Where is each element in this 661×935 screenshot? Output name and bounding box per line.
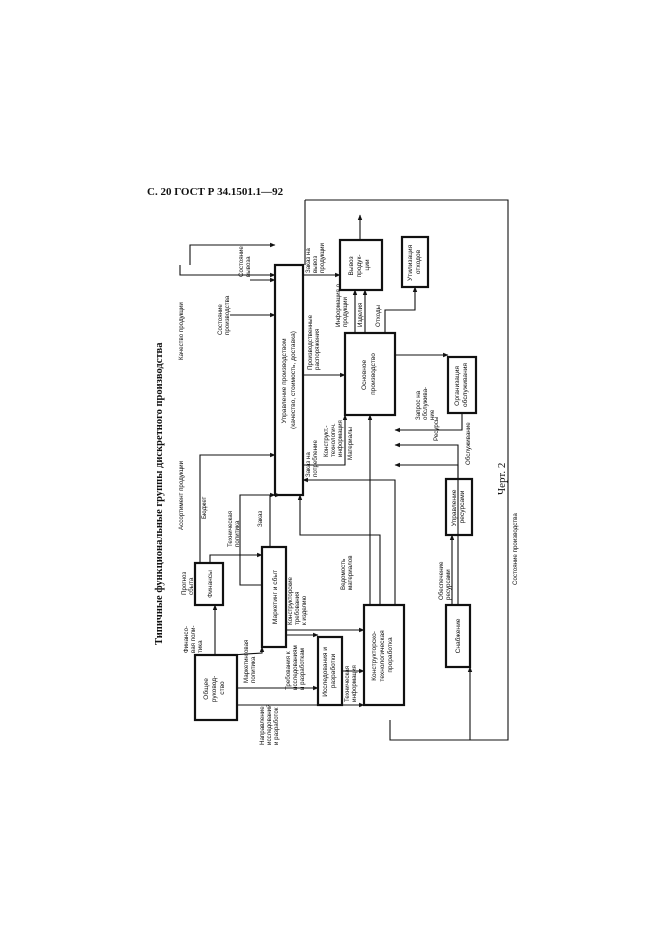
box-supply: Снабжение — [444, 603, 472, 669]
label-research-directions: Направление исследований и разработок — [259, 703, 280, 745]
line-sales-forecast — [209, 552, 263, 563]
label-product-quality: Качество продукции — [178, 302, 185, 360]
label-budget: Бюджет — [201, 496, 208, 519]
label-design-requirements: Конструкторские требования к изделию — [287, 575, 308, 625]
label-design-tech-info: Конструкт.- технологич. информация — [323, 420, 344, 457]
label-output-state: Состояние вывоза — [238, 244, 252, 277]
line-product-range — [179, 265, 276, 278]
svg-text:Финансы: Финансы — [207, 570, 214, 598]
line-service — [394, 413, 463, 433]
label-wastes: Отходы — [375, 304, 382, 327]
line-technical-policy — [239, 492, 276, 586]
label-service-request: Запрос на обслужива- ние — [415, 385, 436, 420]
label-product-information: Информация о продукции — [335, 282, 349, 327]
label-product-range: Ассортимент продукции — [178, 460, 185, 530]
box-general-management: Общее руковод- ство — [193, 653, 239, 722]
box-maintenance: Организация обслуживания — [446, 355, 478, 415]
box-design: Конструкторско- технологическая проработ… — [362, 603, 406, 707]
label-resource-provision: Обеспечение ресурсами — [438, 560, 452, 600]
line-design-tech-info — [302, 477, 396, 605]
line-production-state-loop — [305, 199, 509, 741]
figure-caption: Черт. 2 — [496, 463, 508, 495]
diagram-connections — [179, 199, 509, 741]
box-marketing: Маркетинг и сбыт — [260, 545, 288, 649]
label-consumption-order: Заказ на потребление — [305, 440, 319, 477]
label-material-list: Ведомость материалов — [340, 555, 354, 590]
label-order: Заказ — [257, 511, 264, 527]
label-research-requirements: Требования к исследованиям и разработкам — [285, 644, 306, 690]
svg-text:Конструкторско- техн: Конструкторско- технологическая проработ… — [371, 628, 394, 681]
box-finance: Финансы — [193, 561, 225, 607]
label-financial-policy: Финансо- вая поли- тика — [183, 624, 204, 653]
svg-text:Вывоз продук-: Вывоз продук- ции — [348, 253, 371, 278]
line-marketing-policy — [231, 646, 265, 656]
box-product-output: Вывоз продук- ции — [338, 238, 384, 292]
svg-text:Управление производством: Управление производством (качество, стои… — [281, 331, 297, 429]
line-budget — [199, 452, 276, 563]
box-main-production: Основное производство — [343, 331, 397, 417]
line-wastes — [384, 286, 418, 333]
label-technical-policy: Техническая политика — [227, 509, 241, 547]
svg-text:Управление ресурсами: Управление ресурсами — [451, 488, 466, 527]
label-production-state-top: Состояние производства — [217, 295, 231, 335]
diagram-title: Типичные функциональные группы дискретно… — [154, 342, 165, 645]
rotated-diagram-frame: Общее руковод- ство Финансы Маркетинг и … — [154, 199, 519, 745]
label-production-state-bottom: Состояние производства — [512, 513, 519, 585]
svg-text:Организация обслужив: Организация обслуживания — [454, 363, 469, 407]
line-order — [269, 492, 281, 547]
svg-text:Основное производств: Основное производство — [361, 353, 377, 395]
label-production-orders: Производственные распоряжения — [307, 313, 321, 370]
diagram-labels: Направление исследований и разработок Ма… — [178, 242, 519, 745]
box-production-management: Управление производством (качество, стои… — [273, 263, 305, 497]
label-resources: Ресурсы — [433, 416, 440, 441]
label-sales-forecast: Прогноз сбыта — [181, 570, 195, 595]
box-waste-disposal: Утилизация отходов — [400, 235, 430, 289]
svg-text:Исследования и раз: Исследования и разработки — [322, 645, 337, 697]
box-research: Исследования и разработки — [316, 635, 344, 707]
line-consumption-order — [303, 414, 348, 466]
label-materials: Материалы — [347, 426, 354, 460]
label-products: Изделия — [357, 303, 364, 327]
line-product-quality — [189, 242, 276, 265]
label-marketing-policy: Маркетинговая политика — [243, 638, 257, 683]
page-header: С. 20 ГОСТ Р 34.1501.1—92 — [147, 186, 284, 198]
line-material-list — [297, 494, 381, 605]
box-resources-management: Управление ресурсами — [444, 477, 474, 537]
label-technical-information: Техническая информация — [344, 664, 358, 702]
line-resources — [394, 442, 459, 479]
label-output-order: Заказ на вывоз продукции — [305, 242, 326, 273]
label-service: Обслуживание — [465, 422, 472, 465]
svg-text:Утилизация отходов: Утилизация отходов — [407, 243, 422, 281]
svg-text:Общее руковод-: Общее руковод- ство — [202, 674, 226, 702]
svg-text:Снабжение: Снабжение — [454, 618, 462, 653]
svg-text:Маркетинг и сбыт: Маркетинг и сбыт — [271, 570, 279, 624]
